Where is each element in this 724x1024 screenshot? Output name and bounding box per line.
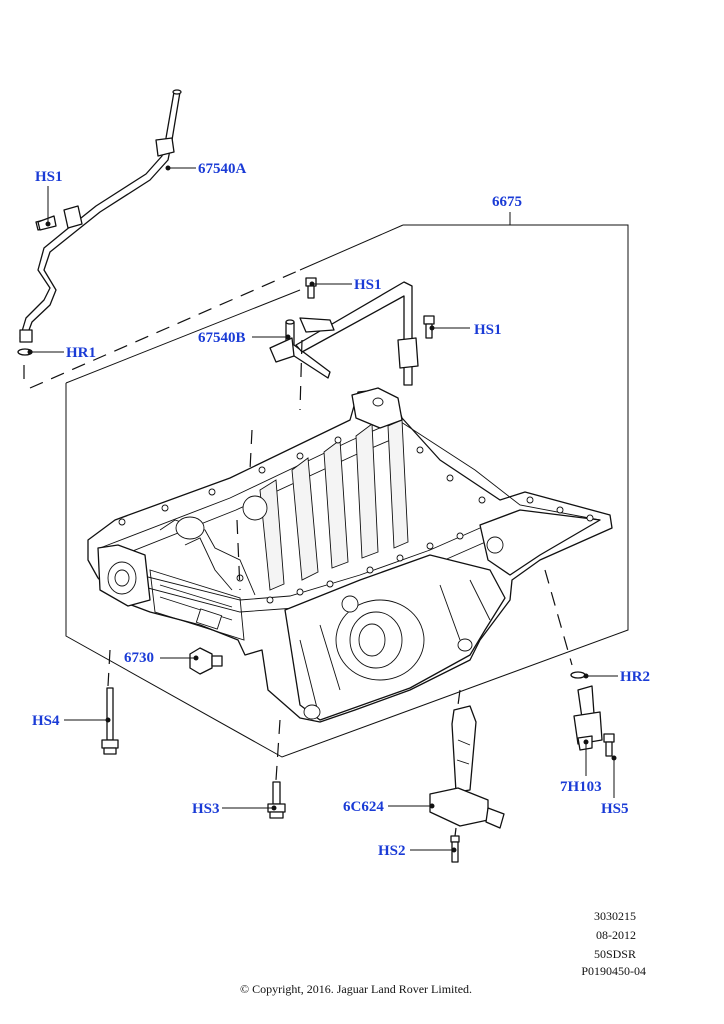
- oil-level-sensor-6c624: [429, 705, 505, 829]
- callout-hs2: HS2: [378, 843, 406, 859]
- meta-line-2: 08-2012: [596, 928, 636, 942]
- bolt-hs1-right: [423, 315, 435, 339]
- oil-pan: [87, 387, 613, 723]
- callout-67540a: 67540A: [198, 161, 247, 177]
- callout-hs4: HS4: [32, 713, 60, 729]
- bolt-hs1-mid: [305, 277, 317, 299]
- meta-line-1: 3030215: [594, 909, 636, 923]
- callout-7h103: 7H103: [560, 779, 602, 795]
- bolt-hs4: [101, 687, 119, 755]
- assembly-boundary: [29, 224, 629, 758]
- callout-6675: 6675: [492, 194, 522, 210]
- callout-67540b: 67540B: [198, 330, 246, 346]
- bolt-hs3: [267, 781, 286, 819]
- callout-hs1-mid: HS1: [354, 277, 382, 293]
- callout-hs1-right: HS1: [474, 322, 502, 338]
- callout-6c624: 6C624: [343, 799, 384, 815]
- leaders: [27, 165, 618, 853]
- callout-hs1-top: HS1: [35, 169, 63, 185]
- meta-line-4: P0190450-04: [581, 964, 646, 978]
- copyright-notice: © Copyright, 2016. Jaguar Land Rover Lim…: [240, 982, 472, 996]
- oring-hr2: [570, 671, 586, 679]
- callout-6730: 6730: [124, 650, 154, 666]
- sensor-7h103: [573, 685, 603, 751]
- callout-hr1: HR1: [66, 345, 96, 361]
- dipstick-tube-67540b: [269, 281, 419, 386]
- meta-line-3: 50SDSR: [594, 947, 636, 961]
- dipstick-tube-67540a: [19, 89, 182, 343]
- drain-plug-6730: [189, 647, 223, 675]
- bolt-hs5: [603, 733, 615, 757]
- flange-bolt-holes: [118, 436, 594, 604]
- centerlines: [23, 339, 573, 837]
- callout-hs3: HS3: [192, 801, 220, 817]
- diagram-metadata: 3030215 08-2012 50SDSR P0190450-04: [581, 909, 646, 978]
- callout-hr2: HR2: [620, 669, 650, 685]
- callout-hs5: HS5: [601, 801, 629, 817]
